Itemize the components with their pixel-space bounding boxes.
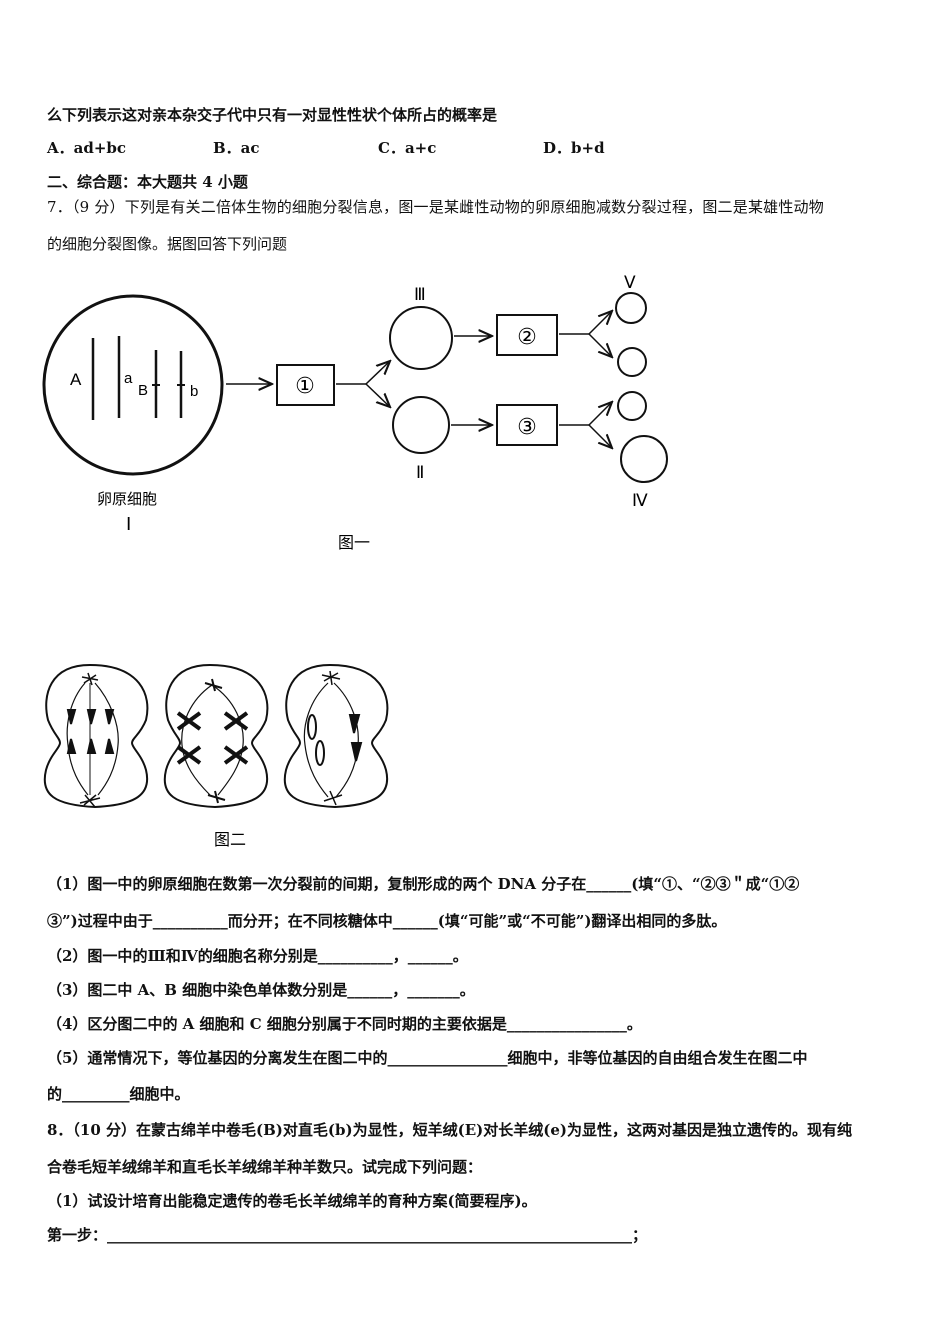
q6-option-a: A．ad+bc [47,139,127,157]
q8-step1: 第一步：____________________________________… [47,1226,648,1244]
cell-III [389,306,453,370]
section-title: 二、综合题：本大题共 4 小题 [47,173,248,191]
polar-body-3 [617,391,647,421]
q8-intro-line1: 8．（10 分）在蒙古绵羊中卷毛(B)对直毛(b)为显性，短羊绒(E)对长羊绒(… [47,1121,852,1139]
process-label-3: ③ [517,414,537,439]
dividing-cell-a [43,663,149,809]
cell-II [392,396,450,454]
label-V: Ⅴ [624,273,636,292]
label-I: Ⅰ [126,514,131,534]
q7-sub1-line1: （1）图一中的卵原细胞在数第一次分裂前的间期，复制形成的两个 DNA 分子在__… [47,875,800,893]
q7-sub5-line1: （5）通常情况下，等位基因的分离发生在图二中的________________细… [47,1049,808,1067]
gene-label-b: b [190,383,198,400]
q7-sub5-line2: 的_________细胞中。 [47,1085,190,1103]
q7-intro-line1: 7．（9 分）下列是有关二倍体生物的细胞分裂信息，图一是某雌性动物的卵原细胞减数… [47,198,824,216]
process-label-1: ① [295,373,315,398]
dividing-cell-b [163,663,269,809]
label-IV: Ⅳ [632,491,648,510]
q7-intro-line2: 的细胞分裂图像。据图回答下列问题 [47,235,288,253]
q8-intro-line2: 合卷毛短羊绒绵羊和直毛长羊绒绵羊种羊数只。试完成下列问题： [47,1158,483,1176]
q7-sub2: （2）图一中的Ⅲ和Ⅳ的细胞名称分别是__________，______。 [47,947,468,965]
label-III: Ⅲ [414,285,426,304]
q6-option-b: B．ac [213,139,260,157]
q6-options: A．ad+bc B．ac C．a+c D．b+d [0,137,950,157]
polar-body-2 [617,347,647,377]
q6-option-c: C．a+c [378,139,437,157]
q7-sub3: （3）图二中 A、B 细胞中染色单体数分别是______，_______。 [47,981,475,999]
process-label-2: ② [517,324,537,349]
q7-sub4: （4）区分图二中的 A 细胞和 C 细胞分别属于不同时期的主要依据是______… [47,1015,642,1033]
figure-2-caption: 图二 [214,832,246,849]
q6-stem-tail: 么下列表示这对亲本杂交子代中只有一对显性性状个体所占的概率是 [47,106,498,124]
cell-V [615,292,647,324]
q7-sub1-line2: ③”)过程中由于__________而分开；在不同核糖体中______(填“可能… [47,912,727,930]
figure-2: 图二 [43,663,389,849]
gene-label-A: A [70,370,82,389]
cell-IV [620,435,668,483]
gene-label-a: a [124,370,133,387]
gene-label-B: B [138,382,148,399]
process-box-2 [496,314,558,356]
process-box-3 [496,404,558,446]
oogonium-label: 卵原细胞 [97,491,157,508]
label-II: Ⅱ [416,463,424,482]
figure-1-caption: 图一 [338,535,370,552]
oogonium-cell [42,294,224,476]
dividing-cell-c [283,663,389,809]
q6-option-d: D．b+d [543,139,605,157]
figure-1: A a B b 卵原细胞 Ⅰ ① Ⅲ Ⅱ ② ③ Ⅴ Ⅳ 图一 [42,273,668,552]
process-box-1 [276,364,335,406]
q8-sub1: （1）试设计培育出能稳定遗传的卷毛长羊绒绵羊的育种方案(简要程序)。 [47,1192,537,1210]
